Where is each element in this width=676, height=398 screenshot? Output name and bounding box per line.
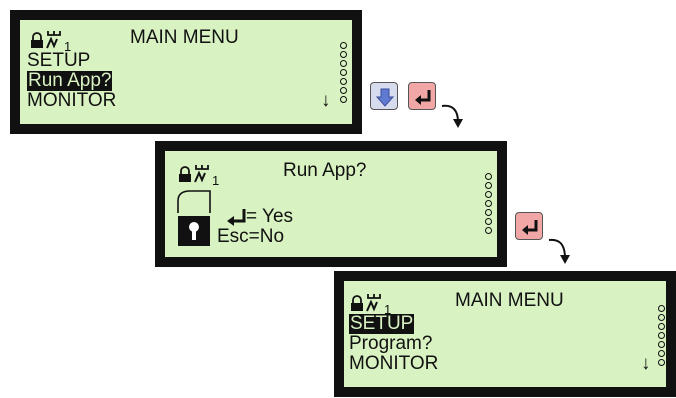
large-lock-icon (177, 190, 211, 246)
lock-icon (179, 166, 191, 182)
down-key-button[interactable] (370, 82, 398, 110)
no-option: Esc=No (217, 226, 285, 247)
status-dot (340, 78, 347, 85)
status-dot (485, 218, 492, 225)
page-title: MAIN MENU (130, 27, 239, 48)
enter-key-icon (415, 90, 431, 105)
menu-item-setup[interactable]: SETUP (27, 50, 91, 71)
lcd-display: 1 Run App? = Yes Esc=No (165, 151, 497, 257)
enter-key-icon (227, 209, 246, 226)
lcd-display: 1 MAIN MENU SETUP Run App? MONITOR ↓ (20, 20, 352, 124)
lock-icon (31, 32, 43, 48)
curved-arrow-icon (441, 104, 463, 128)
status-dot (340, 96, 347, 103)
status-dot (658, 350, 665, 357)
scroll-down-indicator: ↓ (321, 90, 331, 111)
enter-key-button[interactable] (408, 82, 436, 110)
menu-item-run-app-selected[interactable]: Run App? (27, 70, 113, 91)
status-dot (658, 314, 665, 321)
status-dot (340, 60, 347, 67)
channel-indicator-icon (366, 294, 381, 312)
lcd-display: 1 MAIN MENU SETUP Program? MONITOR ↓ (344, 281, 666, 387)
status-dot (658, 359, 665, 366)
page-title: Run App? (283, 160, 367, 181)
status-dot (485, 182, 492, 189)
status-dot (485, 173, 492, 180)
status-dot (340, 69, 347, 76)
down-arrow-key-icon (375, 88, 395, 107)
menu-item-monitor[interactable]: MONITOR (27, 90, 117, 111)
channel-number: 1 (384, 302, 392, 317)
status-dots (485, 173, 492, 234)
status-dot (485, 200, 492, 207)
status-dot (340, 42, 347, 49)
status-dot (658, 305, 665, 312)
status-dot (485, 191, 492, 198)
page-title: MAIN MENU (455, 290, 564, 311)
curved-arrow-icon (548, 238, 570, 264)
scroll-down-indicator: ↓ (641, 353, 651, 374)
status-dots (658, 305, 665, 366)
lock-icon (351, 295, 363, 311)
screen-run-app-confirm: 1 Run App? = Yes Esc=No (155, 141, 507, 267)
menu-item-program[interactable]: Program? (349, 333, 433, 354)
channel-number: 1 (64, 39, 72, 54)
status-dot (658, 341, 665, 348)
screen-main-menu-run-app: 1 MAIN MENU SETUP Run App? MONITOR ↓ (10, 10, 362, 134)
channel-number: 1 (212, 173, 220, 188)
enter-key-icon (522, 220, 538, 235)
yes-option: = Yes (246, 206, 294, 227)
menu-item-setup-selected[interactable]: SETUP (349, 313, 415, 334)
status-dot (485, 227, 492, 234)
status-dot (658, 332, 665, 339)
menu-item-monitor[interactable]: MONITOR (349, 353, 439, 374)
screen-main-menu-program: 1 MAIN MENU SETUP Program? MONITOR ↓ (334, 271, 676, 397)
status-dot (658, 323, 665, 330)
status-dot (485, 209, 492, 216)
status-dot (340, 51, 347, 58)
enter-key-button[interactable] (515, 212, 543, 240)
status-dot (340, 87, 347, 94)
status-dots (340, 42, 347, 103)
channel-indicator-icon (46, 31, 61, 49)
channel-indicator-icon (194, 165, 209, 183)
